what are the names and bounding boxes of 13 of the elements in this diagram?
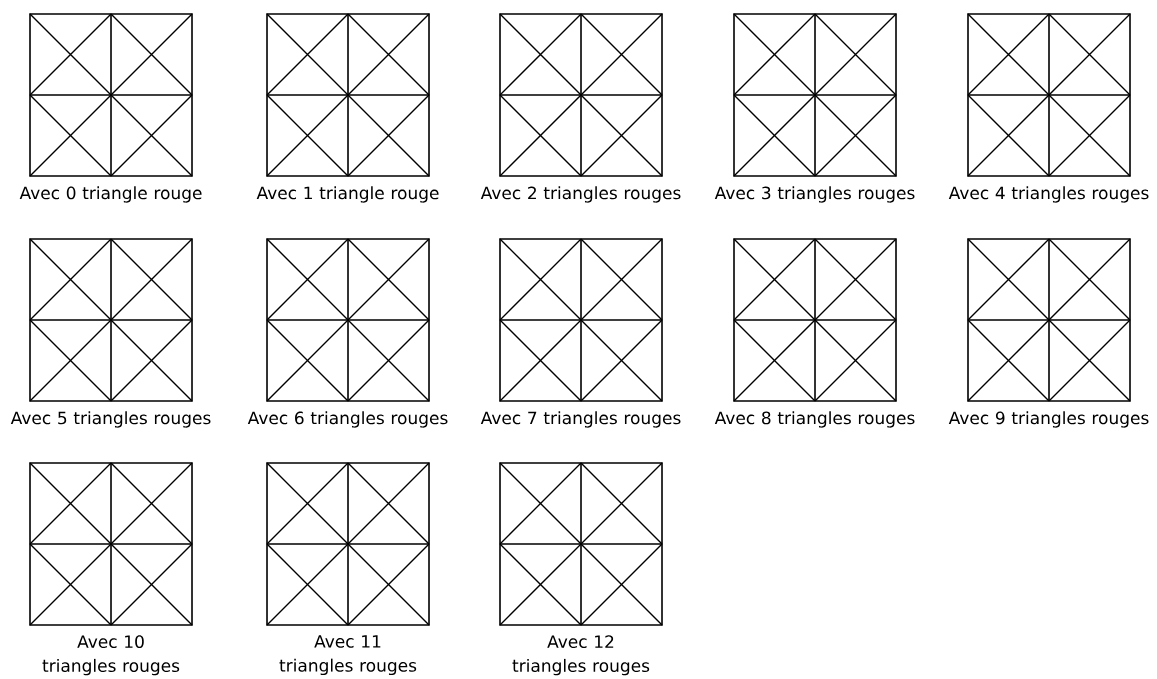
node-label: Avec 1 triangle rouge bbox=[256, 186, 439, 203]
node-label: Avec 11 triangles rouges bbox=[279, 635, 417, 676]
node-label: Avec 9 triangles rouges bbox=[948, 411, 1149, 428]
node-label: Avec 3 triangles rouges bbox=[714, 186, 915, 203]
node-label: Avec 8 triangles rouges bbox=[714, 411, 915, 428]
node-label: Avec 5 triangles rouges bbox=[10, 411, 211, 428]
node-label: Avec 7 triangles rouges bbox=[480, 411, 681, 428]
node-label: Avec 10 triangles rouges bbox=[42, 635, 180, 676]
node-label: Avec 0 triangle rouge bbox=[19, 186, 202, 203]
node-label: Avec 12 triangles rouges bbox=[512, 635, 650, 676]
node-label: Avec 2 triangles rouges bbox=[480, 186, 681, 203]
node-label: Avec 4 triangles rouges bbox=[948, 186, 1149, 203]
node-label: Avec 6 triangles rouges bbox=[247, 411, 448, 428]
